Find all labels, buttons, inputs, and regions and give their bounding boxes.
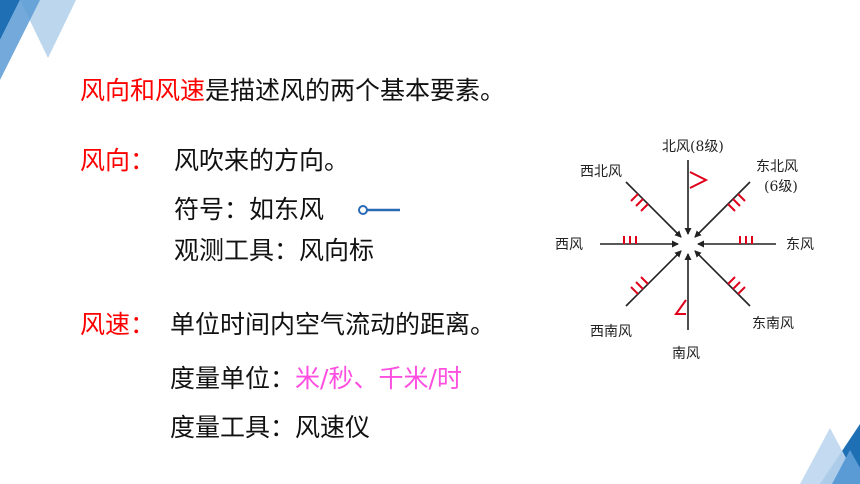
speed-tool: 度量工具：风速仪 — [170, 413, 371, 442]
label-northeast-2: (6级) — [764, 179, 798, 195]
direction-tool: 观测工具：风向标 — [174, 236, 375, 265]
top-left-decoration — [0, 0, 76, 80]
intro-highlight: 风向和风速 — [80, 76, 206, 105]
barb-northwest — [630, 193, 649, 212]
barb-north — [689, 171, 709, 189]
label-north: 北风(8级) — [662, 139, 724, 155]
barb-northeast — [727, 193, 746, 212]
label-northeast-1: 东北风 — [756, 159, 798, 175]
direction-definition: 风吹来的方向。 — [174, 146, 350, 175]
bottom-right-decoration — [800, 424, 860, 484]
direction-label: 风向： — [80, 146, 156, 175]
arrow-northeast — [694, 181, 751, 238]
arrow-southeast — [694, 250, 751, 307]
east-wind-symbol-icon — [358, 205, 400, 215]
label-northwest: 西北风 — [580, 164, 622, 180]
label-southwest: 西南风 — [590, 324, 632, 340]
barb-southeast — [727, 276, 746, 295]
label-west: 西风 — [555, 237, 583, 253]
intro-rest: 是描述风的两个基本要素。 — [205, 76, 506, 105]
label-east: 东风 — [786, 237, 814, 253]
intro-sentence: 风向和风速是描述风的两个基本要素。 — [80, 76, 505, 106]
speed-definition: 单位时间内空气流动的距离。 — [170, 310, 496, 339]
label-southeast: 东南风 — [752, 316, 794, 332]
speed-unit: 度量单位：米/秒、千米/时 — [170, 364, 462, 394]
speed-label: 风速： — [80, 310, 156, 339]
wind-direction-diagram: 北风(8级) 西北风 东北风 (6级) 西风 东风 西南风 东南风 南风 — [555, 139, 814, 362]
arrow-northwest — [625, 181, 682, 238]
barb-east — [739, 236, 753, 244]
label-south: 南风 — [672, 346, 700, 362]
barb-west — [623, 236, 637, 244]
direction-symbol-text: 符号：如东风 — [174, 195, 325, 224]
speed-unit-value: 米/秒、千米/时 — [295, 364, 462, 393]
barb-south — [674, 299, 687, 315]
barb-southwest — [630, 276, 649, 295]
arrow-southwest — [625, 250, 682, 307]
speed-unit-label: 度量单位： — [170, 364, 296, 393]
